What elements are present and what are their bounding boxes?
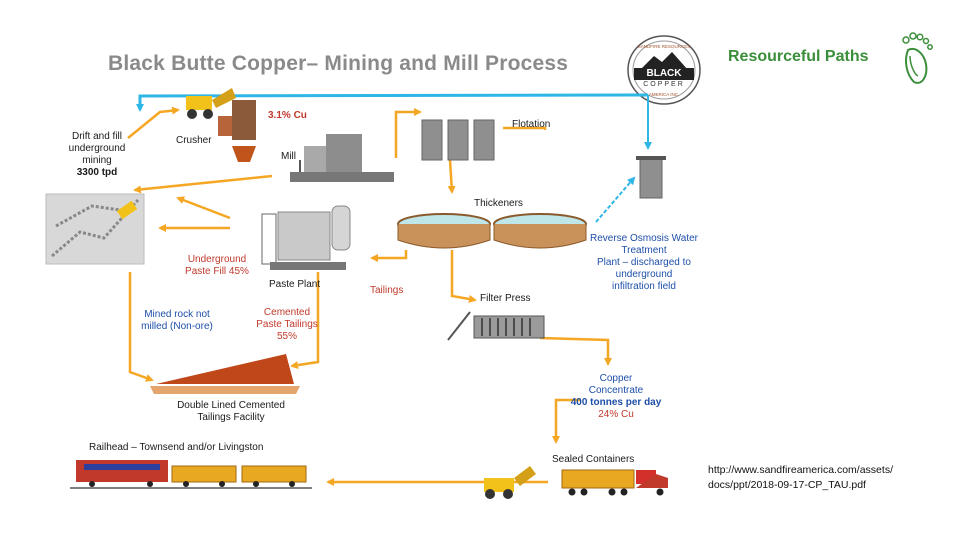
ro-plant-label: Reverse Osmosis Water Treatment Plant – … <box>590 233 698 292</box>
black-butte-logo-icon <box>627 35 701 105</box>
source-url-line-1: http://www.sandfireamerica.com/assets/ <box>708 464 893 476</box>
water-return-line <box>136 93 649 112</box>
truck-loader-illustration <box>484 466 668 499</box>
crusher-label: Crusher <box>176 135 212 146</box>
paste-fill-label: Underground Paste Fill 45% <box>185 254 249 277</box>
logo-top-text: SANDFIRE RESOURCES <box>637 44 691 49</box>
filter-to-concentrate-arrow <box>539 336 612 366</box>
railhead-label: Railhead – Townsend and/or Livingston <box>89 442 264 453</box>
mill-to-flotation-arrow <box>394 108 422 158</box>
tailings-facility-illustration <box>150 354 300 394</box>
source-url-line-2: docs/ppt/2018-09-17-CP_TAU.pdf <box>708 479 866 491</box>
cu-grade-label: 3.1% Cu <box>268 110 307 121</box>
tailings-label: Tailings <box>370 285 404 296</box>
logo-bottom-text: AMERICA INC. <box>648 92 680 97</box>
crusher-illustration <box>186 88 256 162</box>
flotation-to-thickeners-arrow <box>450 126 547 192</box>
thickeners-label: Thickeners <box>474 198 523 209</box>
cemented-tailings-label: Cemented Paste Tailings 55% <box>256 307 318 342</box>
logo-sub-text: COPPER <box>643 81 685 88</box>
flotation-label: Flotation <box>512 119 551 130</box>
mined-rock-label: Mined rock not milled (Non-ore) <box>141 309 213 332</box>
paste-plant-label: Paste Plant <box>269 279 321 290</box>
copper-concentrate-label: Copper Concentrate 400 tonnes per day 24… <box>570 373 662 420</box>
page-title: Black Butte Copper– Mining and Mill Proc… <box>108 52 569 75</box>
filter-press-label: Filter Press <box>480 293 531 304</box>
thickeners-illustration <box>397 213 587 249</box>
thickeners-to-filter-arrow <box>450 250 477 303</box>
source-citation: http://www.sandfireamerica.com/assets/ d… <box>708 463 893 493</box>
filter-press-illustration <box>447 311 545 341</box>
logo-main-text: BLACK BUTTE <box>646 68 682 91</box>
concentrate-to-containers-arrow <box>552 398 580 444</box>
sealed-containers-label: Sealed Containers <box>552 454 635 465</box>
ro-discharge-line <box>595 176 636 223</box>
mining-label: Drift and fill underground mining 3300 t… <box>68 131 126 178</box>
tailings-facility-label: Double Lined Cemented Tailings Facility <box>177 400 285 423</box>
mill-illustration <box>290 134 394 182</box>
footprint-icon <box>902 32 933 84</box>
mill-label: Mill <box>281 151 296 162</box>
flotation-illustration <box>421 119 495 161</box>
train-illustration <box>70 460 312 489</box>
paste-to-fill-arrow <box>176 196 231 220</box>
underground-mine-illustration <box>45 193 145 265</box>
mine-to-crusher-arrow <box>127 106 180 139</box>
paste-to-facility-arrow <box>290 272 320 370</box>
mill-to-mine-arrow <box>133 174 273 194</box>
paste-plant-illustration <box>261 205 351 270</box>
mine-to-tailings-facility-arrow <box>128 272 154 382</box>
black-butte-logo: BLACK BUTTE COPPER SANDFIRE RESOURCES AM… <box>626 34 702 106</box>
ro-tank-illustration <box>636 156 666 199</box>
brand-name: Resourceful Paths <box>728 48 869 65</box>
tailings-to-paste-arrow <box>370 250 408 262</box>
